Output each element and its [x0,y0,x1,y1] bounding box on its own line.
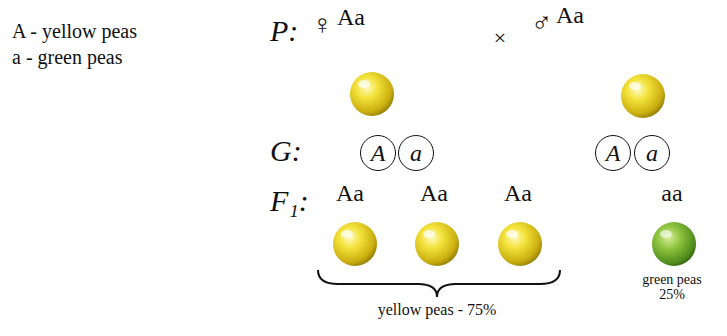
key-line: A - yellow peas [12,20,137,42]
yellow-pea [415,222,459,266]
yellow-pea [350,72,394,116]
genotype: aa [661,180,682,206]
yellow-pea [621,74,665,118]
allele-letter: A [606,141,621,165]
gamete-circle: A [595,135,631,171]
generation-label: P: [270,14,298,47]
phenotype-ratio: yellow peas - 75% [378,301,497,319]
generation-label: F₁: [270,184,309,217]
male-symbol: ♂ [531,8,552,39]
genotype: Aa [337,4,365,30]
gamete-circle: a [398,135,434,171]
genotype: Aa [504,180,532,206]
allele-letter: a [646,141,658,165]
female-symbol: ♀ [312,10,333,41]
yellow-pea [333,222,377,266]
generation-label: G: [270,134,302,167]
genotype: Aa [336,180,364,206]
genotype: Aa [556,2,584,28]
phenotype-ratio: green peas 25% [632,272,712,303]
gamete-circle: a [634,135,670,171]
key-line: a - green peas [12,46,123,68]
green-pea [652,222,696,266]
curly-brace [318,270,560,297]
gamete-circle: A [360,135,396,171]
cross-sign: × [494,26,506,50]
allele-letter: A [371,141,386,165]
allele-letter: a [410,141,422,165]
yellow-pea [498,222,542,266]
genotype: Aa [420,180,448,206]
